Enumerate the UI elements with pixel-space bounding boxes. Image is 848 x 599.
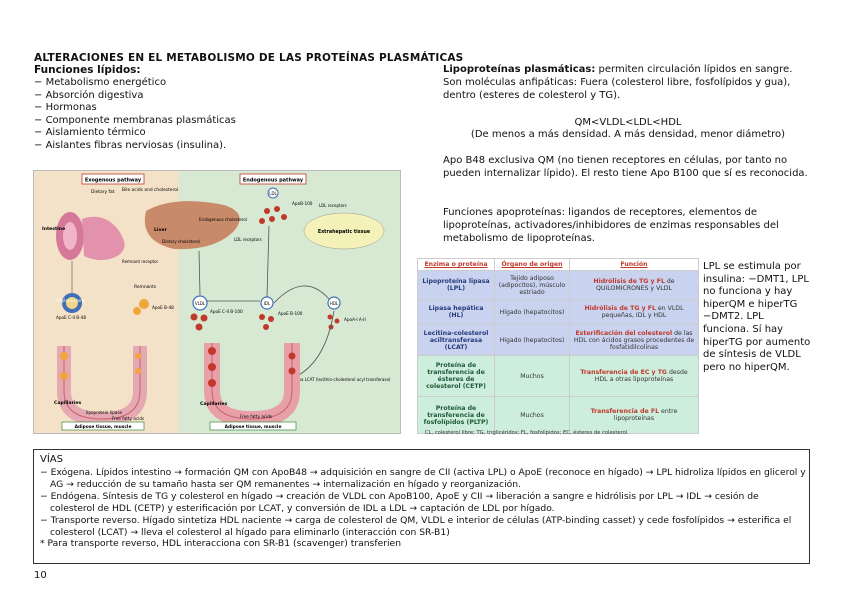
remnant-rec-label: Remnant receptor <box>122 259 159 264</box>
chylomicrons-label: Chylomicrons <box>56 298 86 304</box>
lipoprotein-lipase-label: lipoprotein lipase <box>86 410 122 415</box>
list-item: Absorción digestiva <box>34 90 236 103</box>
ffa-label: Free fatty acids <box>112 416 144 421</box>
table-header: Enzima o proteína <box>417 258 495 271</box>
ldl-rec-label: LDL receptors <box>234 237 262 242</box>
endo-chol-label: Endogenous cholesterol <box>199 217 247 222</box>
vias-list: Exógena. Lípidos intestino → formación Q… <box>40 467 806 550</box>
intestine-label: Intestine <box>42 226 65 232</box>
apo-hdl-label: ApoA-I A-II <box>344 317 366 322</box>
table-header: Órgano de origen <box>494 258 570 271</box>
ldl-label: LDL <box>269 191 277 196</box>
capillaries-label: Capillaries <box>54 400 82 406</box>
vias-title: VÍAS <box>40 454 63 465</box>
list-item: Endógena. Síntesis de TG y colesterol en… <box>40 491 806 515</box>
liver-label: Liver <box>154 227 168 233</box>
density-order: QM<VLDL<LDL<HDL <box>574 117 682 128</box>
apo-vldl-label: ApoE C-II B-100 <box>210 309 243 314</box>
apo-paragraph: Apo B48 exclusiva QM (no tienen receptor… <box>443 155 808 179</box>
lpl-note: LPL se estimula por insulina: −DMT1, LPL… <box>703 261 811 373</box>
table-row: Lipasa hepática (HL) Hígado (hepatocitos… <box>417 299 699 325</box>
lcat-label: Plasma LCAT (lecithin-cholesterol acyl t… <box>289 377 391 382</box>
ldl-rec2-label: LDL receptors <box>319 203 347 208</box>
lipoprotein-pathways-diagram: Exogenous pathway Endogenous pathway Die… <box>33 170 401 434</box>
table-row: Lecitina-colesterol aciltransferasa (LCA… <box>417 324 699 356</box>
dietary-fat-label: Dietary fat <box>91 189 115 195</box>
list-item: Metabolismo energético <box>34 77 236 90</box>
vias-box: VÍAS Exógena. Lípidos intestino → formac… <box>33 449 810 564</box>
page-heading: ALTERACIONES EN EL METABOLISMO DE LAS PR… <box>34 52 464 64</box>
apoproteins-paragraph: Funciones apoproteínas: ligandos de rece… <box>443 207 779 244</box>
apo-idl-label: ApoE B-100 <box>278 311 303 316</box>
vldl-label: VLDL <box>195 301 206 306</box>
apo-qm-label: ApoE C-II B-48 <box>56 315 86 320</box>
table-header: Función <box>569 258 699 271</box>
exogenous-label: Exogenous pathway <box>85 178 142 184</box>
table-legend: CL, colesterol libre; TG, triglicéridos;… <box>425 430 628 436</box>
vias-note: * Para transporte reverso, HDL interacci… <box>40 538 402 550</box>
table-row: Proteína de transferencia de fosfolípido… <box>417 396 699 434</box>
table-row: Lipoproteína lipasa (LPL) Tejido adiposo… <box>417 270 699 300</box>
capillaries2-label: Capillaries <box>200 401 228 407</box>
extrahepatic-label: Extrahepatic tissue <box>318 229 371 235</box>
table-row: Proteína de transferencia de ésteres de … <box>417 355 699 397</box>
apo-rem-label: ApoE B-48 <box>152 305 174 310</box>
list-item: Aislamiento térmico <box>34 127 236 140</box>
dietary-chol-label: Dietary cholesterol <box>162 239 200 244</box>
adipose2-label: Adipose tissue, muscle <box>225 424 282 430</box>
functions-list: Metabolismo energético Absorción digesti… <box>34 77 236 152</box>
remnants-label: Remnants <box>134 284 157 290</box>
list-item: Transporte reverso. Hígado sintetiza HDL… <box>40 515 806 539</box>
list-item: Aislantes fibras nerviosas (insulina). <box>34 140 236 153</box>
list-item: Hormonas <box>34 102 236 115</box>
adipose-label: Adipose tissue, muscle <box>75 424 132 430</box>
bile-label: Bile acids and cholesterol <box>122 187 178 193</box>
density-note: (De menos a más densidad. A más densidad… <box>470 129 786 140</box>
hdl-label: HDL <box>330 301 339 306</box>
lipoproteins-label: Lipoproteínas plasmáticas: <box>443 64 596 75</box>
idl-label: IDL <box>264 301 271 306</box>
list-item: Componente membranas plasmáticas <box>34 115 236 128</box>
page-number: 10 <box>34 570 47 581</box>
enzymes-table: Enzima o proteína Órgano de origen Funci… <box>417 258 699 434</box>
list-item: Exógena. Lípidos intestino → formación Q… <box>40 467 806 491</box>
ffa2-label: Free fatty acids <box>240 414 272 419</box>
endogenous-label: Endogenous pathway <box>243 178 304 184</box>
lipoproteins-text: permiten circulación lípidos en sangre. … <box>443 64 793 101</box>
apob100-label: ApoB-100 <box>292 201 313 206</box>
lipoproteins-paragraph: Lipoproteínas plasmáticas: permiten circ… <box>443 64 813 102</box>
functions-title: Funciones lípidos: <box>34 64 141 76</box>
